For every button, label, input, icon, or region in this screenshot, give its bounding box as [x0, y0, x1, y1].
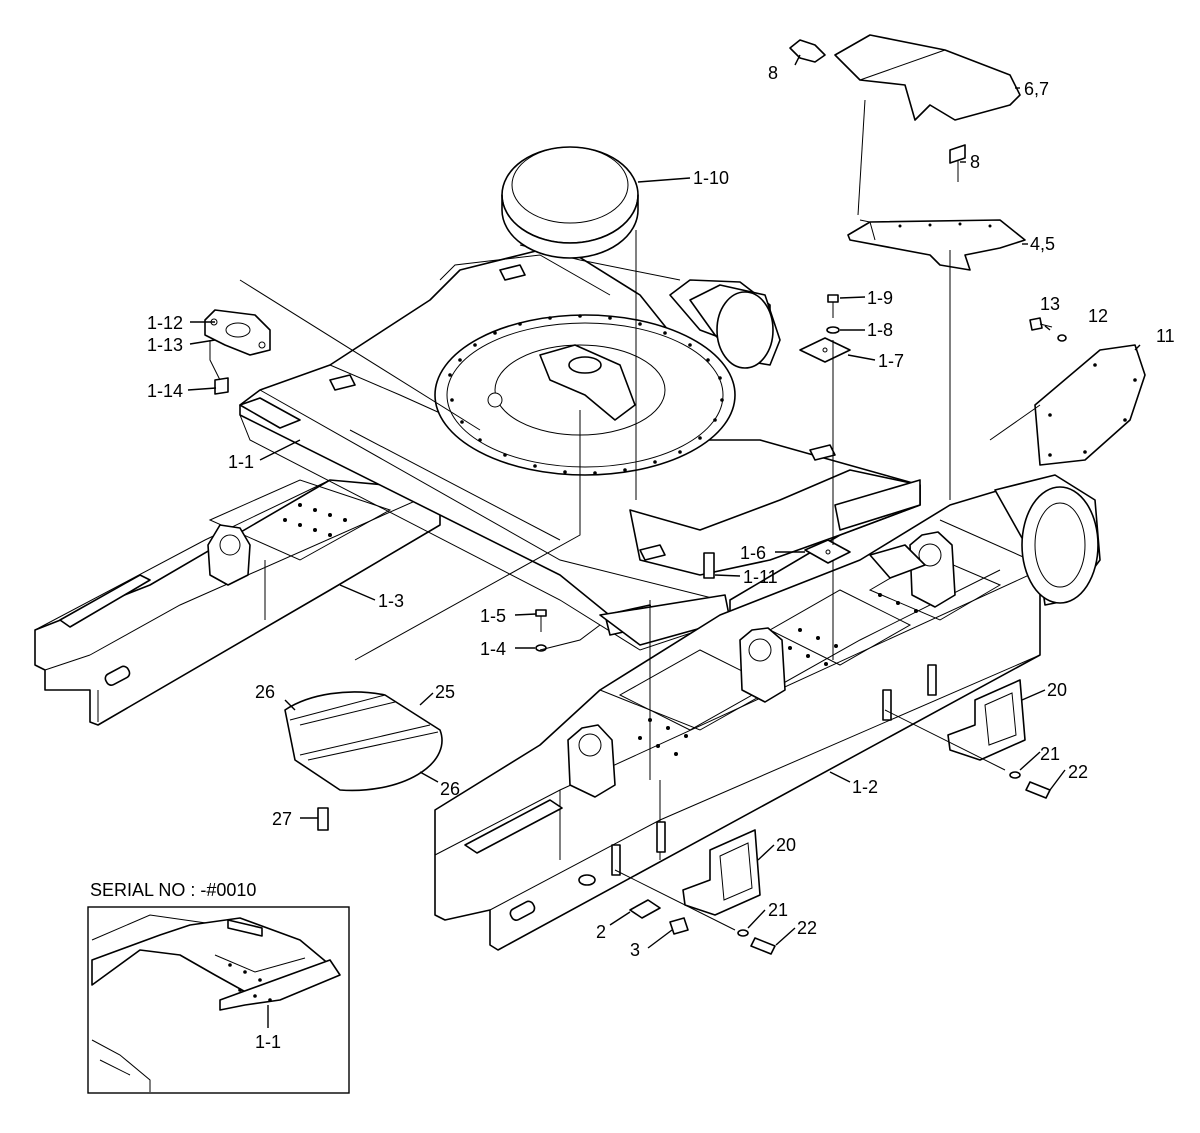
label-1-9: 1-9 [867, 288, 893, 308]
label-1-10: 1-10 [693, 168, 729, 188]
bracket-20-upper [947, 679, 1026, 761]
idler-drum-upper [689, 284, 781, 369]
bearing-seal-ring [501, 146, 639, 259]
label-1-12: 1-12 [147, 313, 183, 333]
flange-plate-1-12 [204, 309, 271, 356]
plate-4-5 [847, 219, 1026, 271]
label-1-1: 1-1 [228, 452, 254, 472]
label-21-upper: 21 [1040, 744, 1060, 764]
right-frame-bolt-holes [638, 593, 918, 756]
label-1-3: 1-3 [378, 591, 404, 611]
label-1-11: 1-11 [743, 567, 778, 587]
swing-bearing-ring [434, 314, 736, 476]
label-26-lower: 26 [440, 779, 460, 799]
plate-1-7 [799, 337, 851, 363]
bracket-20-lower [682, 829, 761, 916]
label-26-upper: 26 [255, 682, 275, 702]
label-1-6: 1-6 [740, 543, 766, 563]
label-1-1-inset: 1-1 [255, 1032, 281, 1052]
cover-6-7 [834, 34, 1021, 121]
label-1-4: 1-4 [480, 639, 506, 659]
label-11: 11 [1156, 326, 1175, 346]
label-1-2: 1-2 [852, 777, 878, 797]
label-27: 27 [272, 809, 292, 829]
left-frame-bolt-holes [283, 503, 347, 537]
label-1-13: 1-13 [147, 335, 183, 355]
fasteners [214, 39, 1067, 955]
label-21-lower: 21 [768, 900, 788, 920]
right-frame-brackets [567, 531, 956, 798]
callout-labels: SERIAL NO : -#0010 8 6,7 1-10 8 4,5 1-9 … [90, 63, 1175, 1052]
label-1-14: 1-14 [147, 381, 183, 401]
label-4-5: 4,5 [1030, 234, 1055, 254]
label-1-5: 1-5 [480, 606, 506, 626]
label-20-lower: 20 [776, 835, 796, 855]
serial-number-label: SERIAL NO : -#0010 [90, 880, 256, 900]
serial-inset [87, 906, 350, 1094]
label-1-8: 1-8 [867, 320, 893, 340]
label-3: 3 [630, 940, 640, 960]
label-8: 8 [970, 152, 980, 172]
label-8-top: 8 [768, 63, 778, 83]
label-6-7: 6,7 [1024, 79, 1049, 99]
label-20-upper: 20 [1047, 680, 1067, 700]
label-13: 13 [1040, 294, 1060, 314]
track-frame-left [34, 479, 441, 726]
label-12: 12 [1088, 306, 1108, 326]
side-cover-11 [1034, 344, 1146, 466]
label-1-7: 1-7 [878, 351, 904, 371]
right-frame-slots [578, 664, 937, 886]
under-cover-26-25 [284, 691, 443, 792]
plate-1-6 [804, 539, 851, 564]
label-22-lower: 22 [797, 918, 817, 938]
plate-2 [629, 899, 661, 919]
idler-drum-right [994, 474, 1101, 606]
label-25: 25 [435, 682, 455, 702]
inset-frame [87, 906, 350, 1094]
reference-lines [209, 99, 1041, 931]
label-2: 2 [596, 922, 606, 942]
label-22-upper: 22 [1068, 762, 1088, 782]
leader-lines [187, 54, 1141, 949]
